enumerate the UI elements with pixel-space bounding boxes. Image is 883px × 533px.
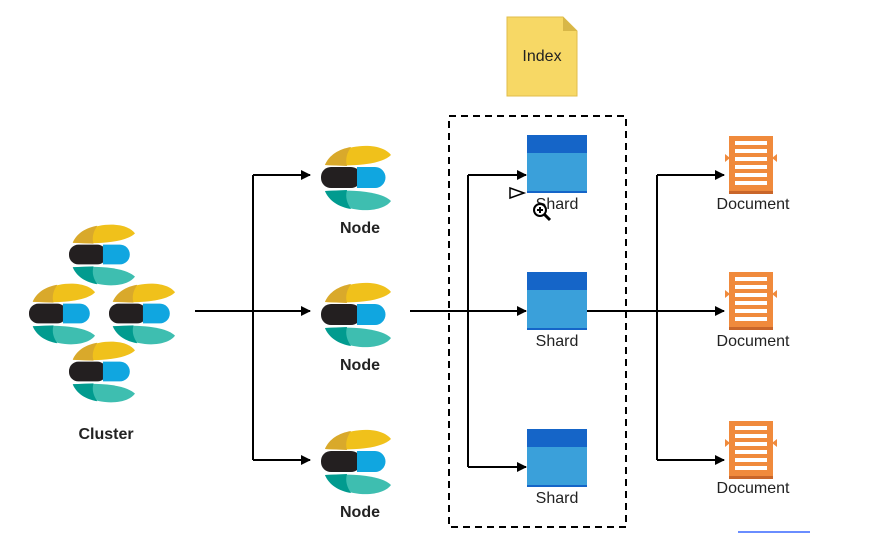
shard-2-label: Shard	[536, 333, 579, 350]
node-2-label: Node	[340, 357, 380, 374]
node-1-icon	[321, 145, 391, 211]
shard-3-icon	[527, 429, 587, 487]
shard-document-connectors	[587, 170, 725, 465]
document-3-label: Document	[717, 480, 790, 497]
node-3-icon	[321, 429, 391, 495]
document-1-label: Document	[717, 196, 790, 213]
cluster-icon	[29, 224, 175, 403]
node-shard-connectors	[410, 170, 527, 472]
node-1-label: Node	[340, 220, 380, 237]
cluster-label: Cluster	[78, 426, 133, 443]
shard-1-icon	[527, 135, 587, 193]
index-icon	[506, 16, 578, 97]
cluster-node-connectors	[195, 170, 311, 465]
document-1-icon	[725, 136, 777, 194]
document-2-label: Document	[717, 333, 790, 350]
document-2-icon	[725, 272, 777, 330]
index-boundary	[448, 115, 627, 528]
zoom-in-icon	[533, 203, 552, 222]
shard-2-icon	[527, 272, 587, 330]
index-label: Index	[522, 48, 561, 65]
hollow-arrowhead	[509, 186, 527, 200]
shard-3-label: Shard	[536, 490, 579, 507]
node-3-label: Node	[340, 504, 380, 521]
node-2-icon	[321, 282, 391, 348]
document-3-icon	[725, 421, 777, 479]
